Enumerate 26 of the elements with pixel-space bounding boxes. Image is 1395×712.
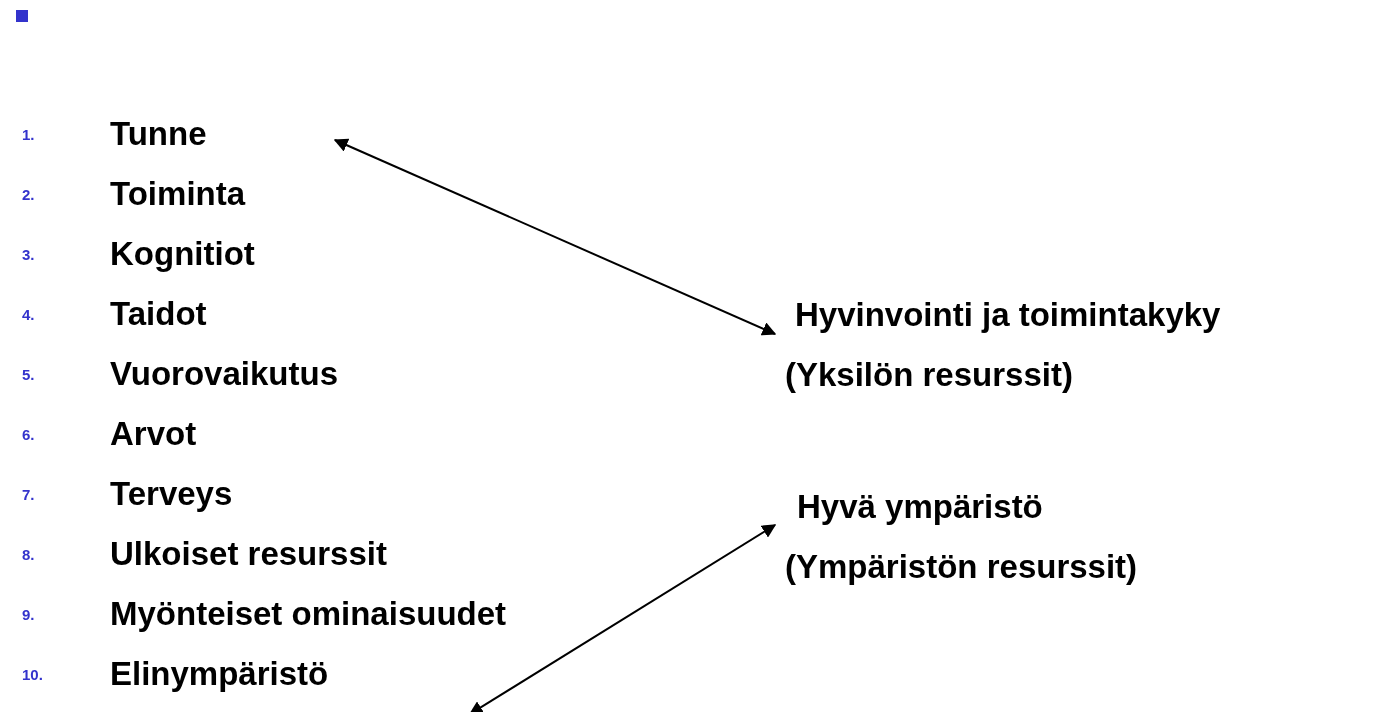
list-number: 4.	[22, 306, 35, 323]
node-subtitle: (Ympäristön resurssit)	[785, 547, 1139, 587]
list-number: 6.	[22, 426, 35, 443]
list-item: Taidot	[110, 295, 207, 333]
list-number: 5.	[22, 366, 35, 383]
list-item: Arvot	[110, 415, 197, 453]
list-item: Toiminta	[110, 175, 246, 213]
node-title: Hyvinvointi ja toimintakyky	[795, 295, 1222, 335]
list-number: 8.	[22, 546, 35, 563]
list-item: Ulkoiset resurssit	[110, 535, 387, 573]
list-item: Myönteiset ominaisuudet	[110, 595, 507, 633]
list-number: 2.	[22, 186, 35, 203]
list-item: Vuorovaikutus	[110, 355, 338, 393]
list-item: Kognitiot	[110, 235, 255, 273]
node-subtitle: (Yksilön resurssit)	[785, 355, 1074, 395]
node-title: Hyvä ympäristö	[797, 487, 1044, 527]
list-number: 10.	[22, 666, 43, 683]
list-number: 3.	[22, 246, 35, 263]
double-arrow	[333, 138, 777, 336]
list-number: 7.	[22, 486, 35, 503]
double-arrow	[468, 524, 777, 712]
list-number: 1.	[22, 126, 35, 143]
list-item: Elinympäristö	[110, 655, 329, 693]
node-title: Tunne	[110, 114, 208, 154]
list-number: 9.	[22, 606, 35, 623]
list-item: Terveys	[110, 475, 233, 513]
